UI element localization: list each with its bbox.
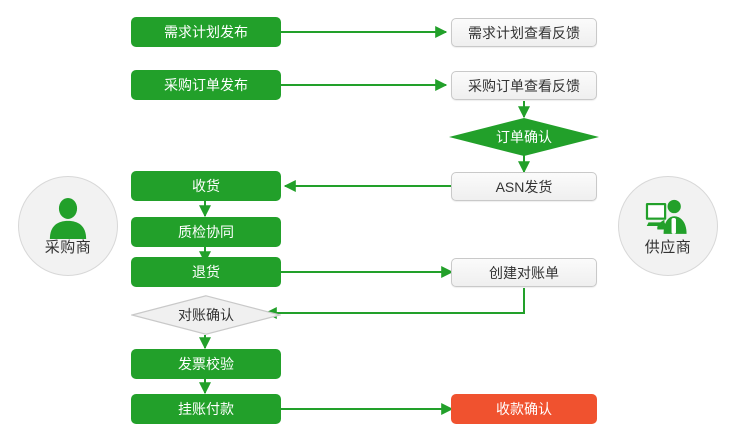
node-label: 需求计划发布	[164, 24, 248, 40]
node-label: 采购订单发布	[164, 77, 248, 93]
node-receive-goods[interactable]: 收货	[131, 171, 281, 201]
diamond-shape	[131, 295, 281, 335]
actor-buyer-label: 采购商	[44, 239, 92, 256]
node-demand-plan-feedback[interactable]: 需求计划查看反馈	[451, 18, 597, 47]
node-label: 创建对账单	[489, 264, 559, 281]
node-quality-collaboration[interactable]: 质检协同	[131, 217, 281, 247]
node-demand-plan-publish[interactable]: 需求计划发布	[131, 17, 281, 47]
diamond-shape	[449, 118, 599, 156]
node-purchase-order-feedback[interactable]: 采购订单查看反馈	[451, 71, 597, 100]
node-label: 订单确认	[496, 129, 552, 145]
node-return-goods[interactable]: 退货	[131, 257, 281, 287]
node-reconciliation-confirm[interactable]: 对账确认	[131, 295, 281, 335]
node-label: 采购订单查看反馈	[468, 77, 580, 94]
node-create-reconciliation[interactable]: 创建对账单	[451, 258, 597, 287]
node-label: 质检协同	[178, 224, 234, 240]
node-label: 需求计划查看反馈	[468, 24, 580, 41]
node-label: 挂账付款	[178, 401, 234, 417]
actor-supplier-label: 供应商	[644, 239, 692, 256]
node-asn-shipment[interactable]: ASN发货	[451, 172, 597, 201]
node-label: 收款确认	[496, 401, 552, 417]
node-purchase-order-publish[interactable]: 采购订单发布	[131, 70, 281, 100]
node-label: 收货	[192, 178, 220, 194]
node-label: 对账确认	[178, 307, 234, 323]
node-label: ASN发货	[495, 178, 553, 195]
actor-supplier[interactable]: 供应商	[618, 176, 718, 276]
person-icon	[49, 197, 87, 239]
person-at-computer-icon	[645, 199, 687, 234]
node-payable-payment[interactable]: 挂账付款	[131, 394, 281, 424]
node-order-confirm[interactable]: 订单确认	[449, 118, 599, 156]
node-invoice-verify[interactable]: 发票校验	[131, 349, 281, 379]
edge-reconciliation-to-confirm	[264, 288, 525, 319]
node-label: 发票校验	[178, 356, 234, 372]
node-label: 退货	[192, 264, 220, 280]
actor-buyer[interactable]: 采购商	[18, 176, 118, 276]
node-payment-confirm[interactable]: 收款确认	[451, 394, 597, 424]
